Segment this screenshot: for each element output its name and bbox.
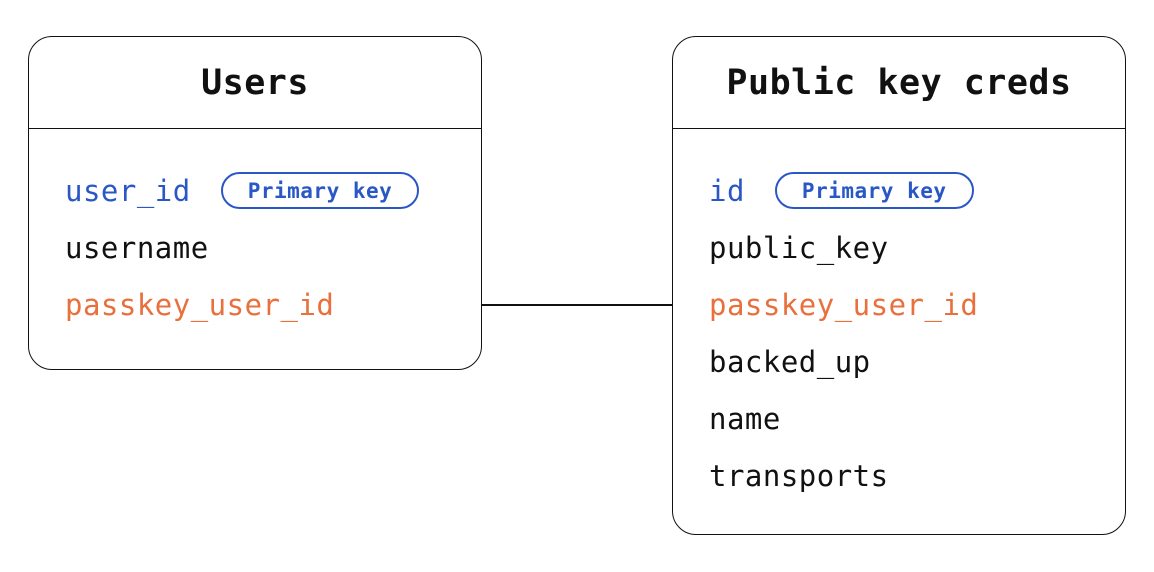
field-label-username: username xyxy=(65,230,209,265)
field-label-id: id xyxy=(709,173,745,208)
relationship-line-passkey-user-id xyxy=(478,304,676,306)
table-users-header: Users xyxy=(29,37,481,129)
table-public-key-creds-header: Public key creds xyxy=(673,37,1125,129)
field-row-id: id Primary key xyxy=(709,162,1125,219)
table-public-key-creds-title: Public key creds xyxy=(726,62,1072,103)
table-public-key-creds: Public key creds id Primary key public_k… xyxy=(672,36,1126,535)
primary-key-badge: Primary key xyxy=(220,172,420,209)
field-row-public-key: public_key xyxy=(709,219,1125,276)
field-label-transports: transports xyxy=(709,458,889,493)
table-users-fields: user_id Primary key username passkey_use… xyxy=(29,129,481,333)
table-users-title: Users xyxy=(201,62,309,103)
primary-key-badge: Primary key xyxy=(774,172,974,209)
field-row-user-id: user_id Primary key xyxy=(65,162,481,219)
field-row-transports: transports xyxy=(709,447,1125,504)
field-row-name: name xyxy=(709,390,1125,447)
field-label-passkey-user-id: passkey_user_id xyxy=(65,287,335,322)
field-label-user-id: user_id xyxy=(65,173,191,208)
field-label-public-key: public_key xyxy=(709,230,889,265)
field-label-passkey-user-id: passkey_user_id xyxy=(709,287,979,322)
field-row-backed-up: backed_up xyxy=(709,333,1125,390)
field-row-passkey-user-id: passkey_user_id xyxy=(65,276,481,333)
field-row-passkey-user-id: passkey_user_id xyxy=(709,276,1125,333)
field-row-username: username xyxy=(65,219,481,276)
table-public-key-creds-fields: id Primary key public_key passkey_user_i… xyxy=(673,129,1125,504)
table-users: Users user_id Primary key username passk… xyxy=(28,36,482,370)
field-label-backed-up: backed_up xyxy=(709,344,871,379)
field-label-name: name xyxy=(709,401,781,436)
